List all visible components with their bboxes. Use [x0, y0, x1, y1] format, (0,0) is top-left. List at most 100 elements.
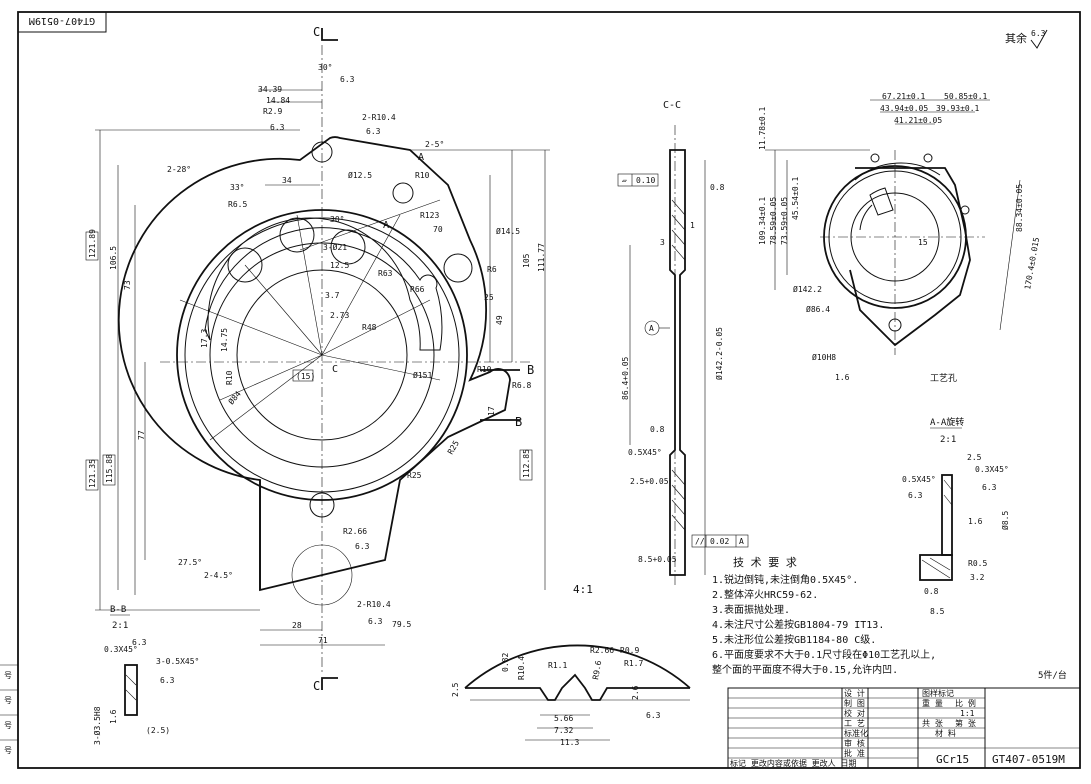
dimension-label: 1.6: [968, 517, 983, 526]
dimension-label: R66: [410, 285, 425, 294]
dimension-label: 170.4±0.015: [1023, 236, 1041, 290]
dimension-label: 33°: [230, 183, 244, 192]
dimension-label: 0.5X45°: [902, 475, 936, 484]
dimension-label: 78.59±0.05: [769, 197, 778, 245]
dimension-label: 图样标记: [922, 688, 954, 698]
dimension-label: 制 图: [844, 698, 865, 708]
dimension-label: 4:1: [573, 583, 593, 596]
dimension-label: //: [695, 537, 705, 546]
dimension-label: 106.5: [109, 246, 118, 270]
drawing-frame: [17, 11, 1081, 769]
detail-view: 4:1 R2.66 R0.9 R1.1 R9.6 R1.7 0.82 R10.4…: [451, 583, 691, 747]
dimension-label: 5.66: [554, 714, 573, 723]
dimension-label: 0.82: [501, 653, 510, 672]
dimension-label: 105: [522, 253, 531, 268]
dimension-label: 0.02: [710, 537, 729, 546]
dimension-label: A: [418, 152, 424, 163]
dimension-label: 6.3: [270, 123, 285, 132]
drawing-number-box: GT407-0519M: [17, 11, 107, 33]
dimension-label: 88.34±0.05: [1015, 184, 1024, 232]
dimension-label: 0.10: [636, 176, 655, 185]
main-view-dimensions: C C B B A A C 34.39 14.84 R2.9 6.3 30° 6…: [85, 25, 546, 693]
dimension-label: 5.未注形位公差按GB1184-80 C级.: [712, 633, 876, 646]
dimension-label: R1.1: [548, 661, 567, 670]
dimension-label: 50.85±0.1: [944, 92, 988, 101]
technical-requirements: 技 术 要 求 1.锐边倒钝,未注倒角0.5X45°. 2.整体淬火HRC59-…: [712, 556, 1067, 681]
section-aa: A-A旋转 2:1 2.5 0.3X45° 0.5X45° 6.3 6.3 1.…: [902, 416, 1010, 616]
dimension-label: R6.8: [512, 381, 531, 390]
dimension-label: 6.3: [132, 638, 147, 647]
dimension-label: 41.21±0.05: [894, 116, 942, 125]
dimension-label: Ø12.5: [348, 170, 372, 180]
dimension-label: GCr15: [936, 753, 969, 766]
dimension-label: Ø142.2: [793, 284, 822, 294]
dimension-label: 14.75: [220, 328, 229, 352]
dimension-label: 设 计: [844, 688, 865, 698]
dimension-label: 标准化: [844, 728, 868, 738]
dimension-label: 1.6: [835, 373, 850, 382]
parallelism-frame: // 0.02 A: [691, 534, 749, 548]
dimension-label: 6.3: [646, 711, 661, 720]
dimension-label: 1.锐边倒钝,未注倒角0.5X45°.: [712, 573, 858, 586]
dimension-label: R10: [225, 370, 234, 385]
dimension-label: 111.77: [537, 243, 546, 272]
dimension-label: GT407-0519M: [992, 753, 1065, 766]
dimension-label: 8.5: [930, 607, 945, 616]
dimension-label: 号: [4, 721, 12, 730]
dimension-label: 比 例: [955, 698, 976, 708]
section-bb: B-B 2:1 0.3X45° 6.3 3-0.5X45° 6.3 3-Ø3.5…: [92, 605, 199, 745]
dimension-label: R0.9: [620, 646, 639, 655]
dimension-label: 73.59±0.05: [780, 197, 789, 245]
dimension-label: R6: [487, 265, 497, 274]
dimension-label: 0.8: [650, 425, 665, 434]
dimension-label: 3-0.5X45°: [156, 657, 199, 666]
dimension-label: 6.3: [355, 542, 370, 551]
dimension-label: 79.5: [392, 620, 411, 629]
dimension-label: 1.6: [109, 709, 118, 724]
dimension-label: 4.未注尺寸公差按GB1804-79 IT13.: [712, 618, 884, 631]
dimension-label: 45.54±0.1: [791, 176, 800, 220]
dimension-label: 2:1: [112, 621, 128, 631]
dimension-label: A: [739, 537, 744, 546]
left-margin-marks: 号 号 号 号: [0, 664, 18, 755]
dimension-label: R2.9: [263, 107, 282, 116]
top-right-view: 67.21±0.1 50.85±0.1 43.94±0.05 39.93±0.1…: [758, 92, 1041, 384]
section-cc: C-C ▱0.10 0.8 1 3 Ø142.2-0.05 86.4+0.05 …: [617, 100, 749, 585]
dimension-label: 6.3: [908, 491, 923, 500]
dimension-label: 11.3: [560, 738, 579, 747]
dimension-label: 0.8: [710, 183, 725, 192]
dimension-label: 5件/台: [1038, 669, 1067, 681]
dimension-label: 12.5: [330, 261, 349, 270]
dimension-label: Ø151: [413, 370, 432, 380]
dimension-label: B-B: [110, 605, 126, 615]
dimension-label: R0.5: [968, 559, 987, 568]
dimension-label: 3.7: [325, 291, 340, 300]
dimension-label: ▱: [622, 176, 627, 185]
dimension-label: B: [515, 415, 522, 429]
dimension-label: 15: [918, 238, 928, 247]
dimension-label: R48: [362, 323, 377, 332]
dimension-label: 112.85: [522, 449, 531, 478]
dimension-label: 25: [484, 293, 494, 302]
dimension-label: 77: [137, 430, 146, 440]
general-roughness-note: 其余 6.3: [1005, 29, 1048, 49]
dim-box-121.89: 121.89: [85, 229, 99, 261]
dimension-label: 27.5°: [178, 558, 202, 567]
dimension-label: Ø86.4: [806, 304, 830, 314]
dimension-label: 6.3: [340, 75, 355, 84]
dimension-label: 工 艺: [844, 719, 865, 728]
dimension-label: 2-R10.4: [357, 600, 391, 609]
dimension-label: 2.5: [967, 453, 982, 462]
main-view: [95, 28, 550, 690]
dimension-label: 3: [660, 238, 665, 247]
dimension-label: R2.66: [590, 646, 614, 655]
dimension-label: 重 量: [922, 698, 943, 708]
dimension-label: R63: [378, 269, 393, 278]
dimension-label: B: [527, 363, 534, 377]
dim-box-121.35: 121.35: [85, 459, 99, 491]
title-block: 设 计 制 图 校 对 工 艺 标准化 审 核 批 准 图样标记 重 量 比 例…: [727, 687, 1081, 769]
drawing-number-box-text: GT407-0519M: [29, 15, 95, 26]
dimension-label: 14.84: [266, 96, 290, 105]
dimension-label: 2-5°: [425, 140, 444, 149]
dimension-label: 6.3: [1031, 29, 1046, 38]
